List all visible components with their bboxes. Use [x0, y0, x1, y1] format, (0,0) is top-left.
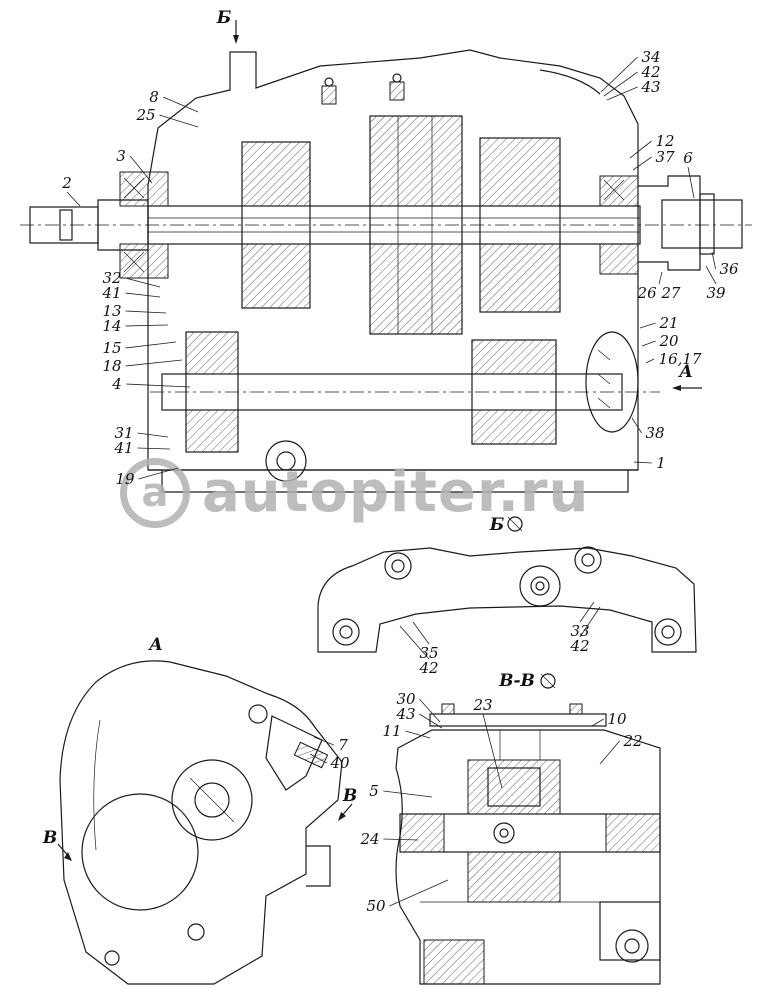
top-stud-2-head	[392, 73, 402, 83]
bracket-outline	[317, 547, 697, 653]
side-bolt-1	[104, 950, 120, 966]
gear3-upper	[479, 137, 561, 207]
bracket-view	[317, 546, 697, 653]
right-bearing-lower	[599, 243, 639, 275]
gear2-upper	[369, 115, 463, 207]
bracket-hub-mid	[530, 576, 550, 596]
side-inner-contour	[93, 719, 101, 851]
side-housing-outline	[59, 660, 343, 985]
gear3-lower	[479, 243, 561, 313]
bracket-bolt-4	[654, 618, 682, 646]
bracket-bolt-1	[332, 618, 360, 646]
bb-stud-right	[569, 703, 583, 715]
section-arrow-v-left	[57, 843, 72, 861]
lower-gear1-outline	[185, 331, 239, 453]
drain-plug-inner	[276, 451, 296, 471]
bb-top-plate	[429, 713, 607, 727]
left-bearing-symbol-2	[123, 251, 145, 273]
bracket-bolt-3-inner	[581, 553, 595, 567]
bb-bearing-inner	[624, 938, 640, 954]
lower-gear2-outline	[471, 339, 557, 445]
input-shaft-spline	[59, 209, 73, 241]
right-bearing-upper	[599, 175, 639, 207]
side-view-a	[59, 660, 343, 985]
section-arrow-b-top	[233, 20, 239, 44]
bb-bearing-outer	[615, 929, 649, 963]
bracket-bolt-1-inner	[339, 625, 353, 639]
gear2-lower	[369, 243, 463, 335]
output-flange	[638, 175, 701, 271]
bracket-bolt-3	[574, 546, 602, 574]
bb-center-block-lower	[467, 851, 561, 903]
bb-ring	[493, 822, 515, 844]
output-shaft	[661, 199, 743, 249]
breather-pipe	[539, 69, 601, 95]
right-bearing-symbol	[603, 179, 625, 201]
main-cross-section-view	[20, 49, 752, 493]
bracket-hub-inner	[535, 581, 545, 591]
side-large-boss	[81, 793, 199, 911]
lower-gear2-upper	[471, 339, 557, 375]
side-bolt-2	[187, 923, 205, 941]
side-small-hole	[248, 704, 268, 724]
lower-gear1-upper	[185, 331, 239, 375]
gear1-outline	[241, 141, 311, 309]
side-bore-inner	[194, 782, 230, 818]
bracket-bolt-4-inner	[661, 625, 675, 639]
side-bore-shaft-line	[189, 777, 235, 823]
bb-bearing-block	[599, 901, 661, 961]
top-stud-2	[389, 81, 405, 101]
side-flange-part	[265, 715, 323, 791]
bb-shaft-hatch-right	[605, 813, 661, 853]
side-mount-tab	[306, 845, 331, 887]
gear2-outline	[369, 115, 463, 335]
section-arrow-a-right	[672, 385, 702, 391]
bb-shaft-hatch-left	[399, 813, 445, 853]
drain-plug	[265, 440, 307, 482]
bracket-bolt-2-inner	[391, 559, 405, 573]
bb-ring-inner	[499, 828, 509, 838]
bracket-bolt-2	[384, 552, 412, 580]
section-view-bb	[395, 703, 661, 985]
section-arrow-v-right	[338, 803, 353, 821]
coupling-boot	[585, 331, 639, 433]
bb-body-outline	[395, 729, 661, 985]
lower-gear2-lower	[471, 409, 557, 445]
bracket-hub	[519, 565, 561, 607]
bottom-flange	[161, 470, 629, 493]
output-shaft-washer	[699, 193, 715, 255]
side-bore	[171, 759, 253, 841]
gear3-outline	[479, 137, 561, 313]
view-direction-circle-b	[507, 516, 523, 532]
view-direction-circle-bb	[540, 673, 556, 689]
top-stud-1-head	[324, 77, 334, 87]
bb-stud-left	[441, 703, 455, 715]
gear1-upper	[241, 141, 311, 207]
left-bearing-cap-upper	[119, 171, 169, 207]
gear1-lower	[241, 243, 311, 309]
coupling-boot-ribs	[597, 349, 611, 409]
bb-hatch-bottom-left	[423, 939, 485, 985]
lower-shaft	[161, 373, 623, 411]
top-stud-1	[321, 85, 337, 105]
left-bearing-cap-lower	[119, 243, 169, 279]
lower-gear1-lower	[185, 409, 239, 453]
